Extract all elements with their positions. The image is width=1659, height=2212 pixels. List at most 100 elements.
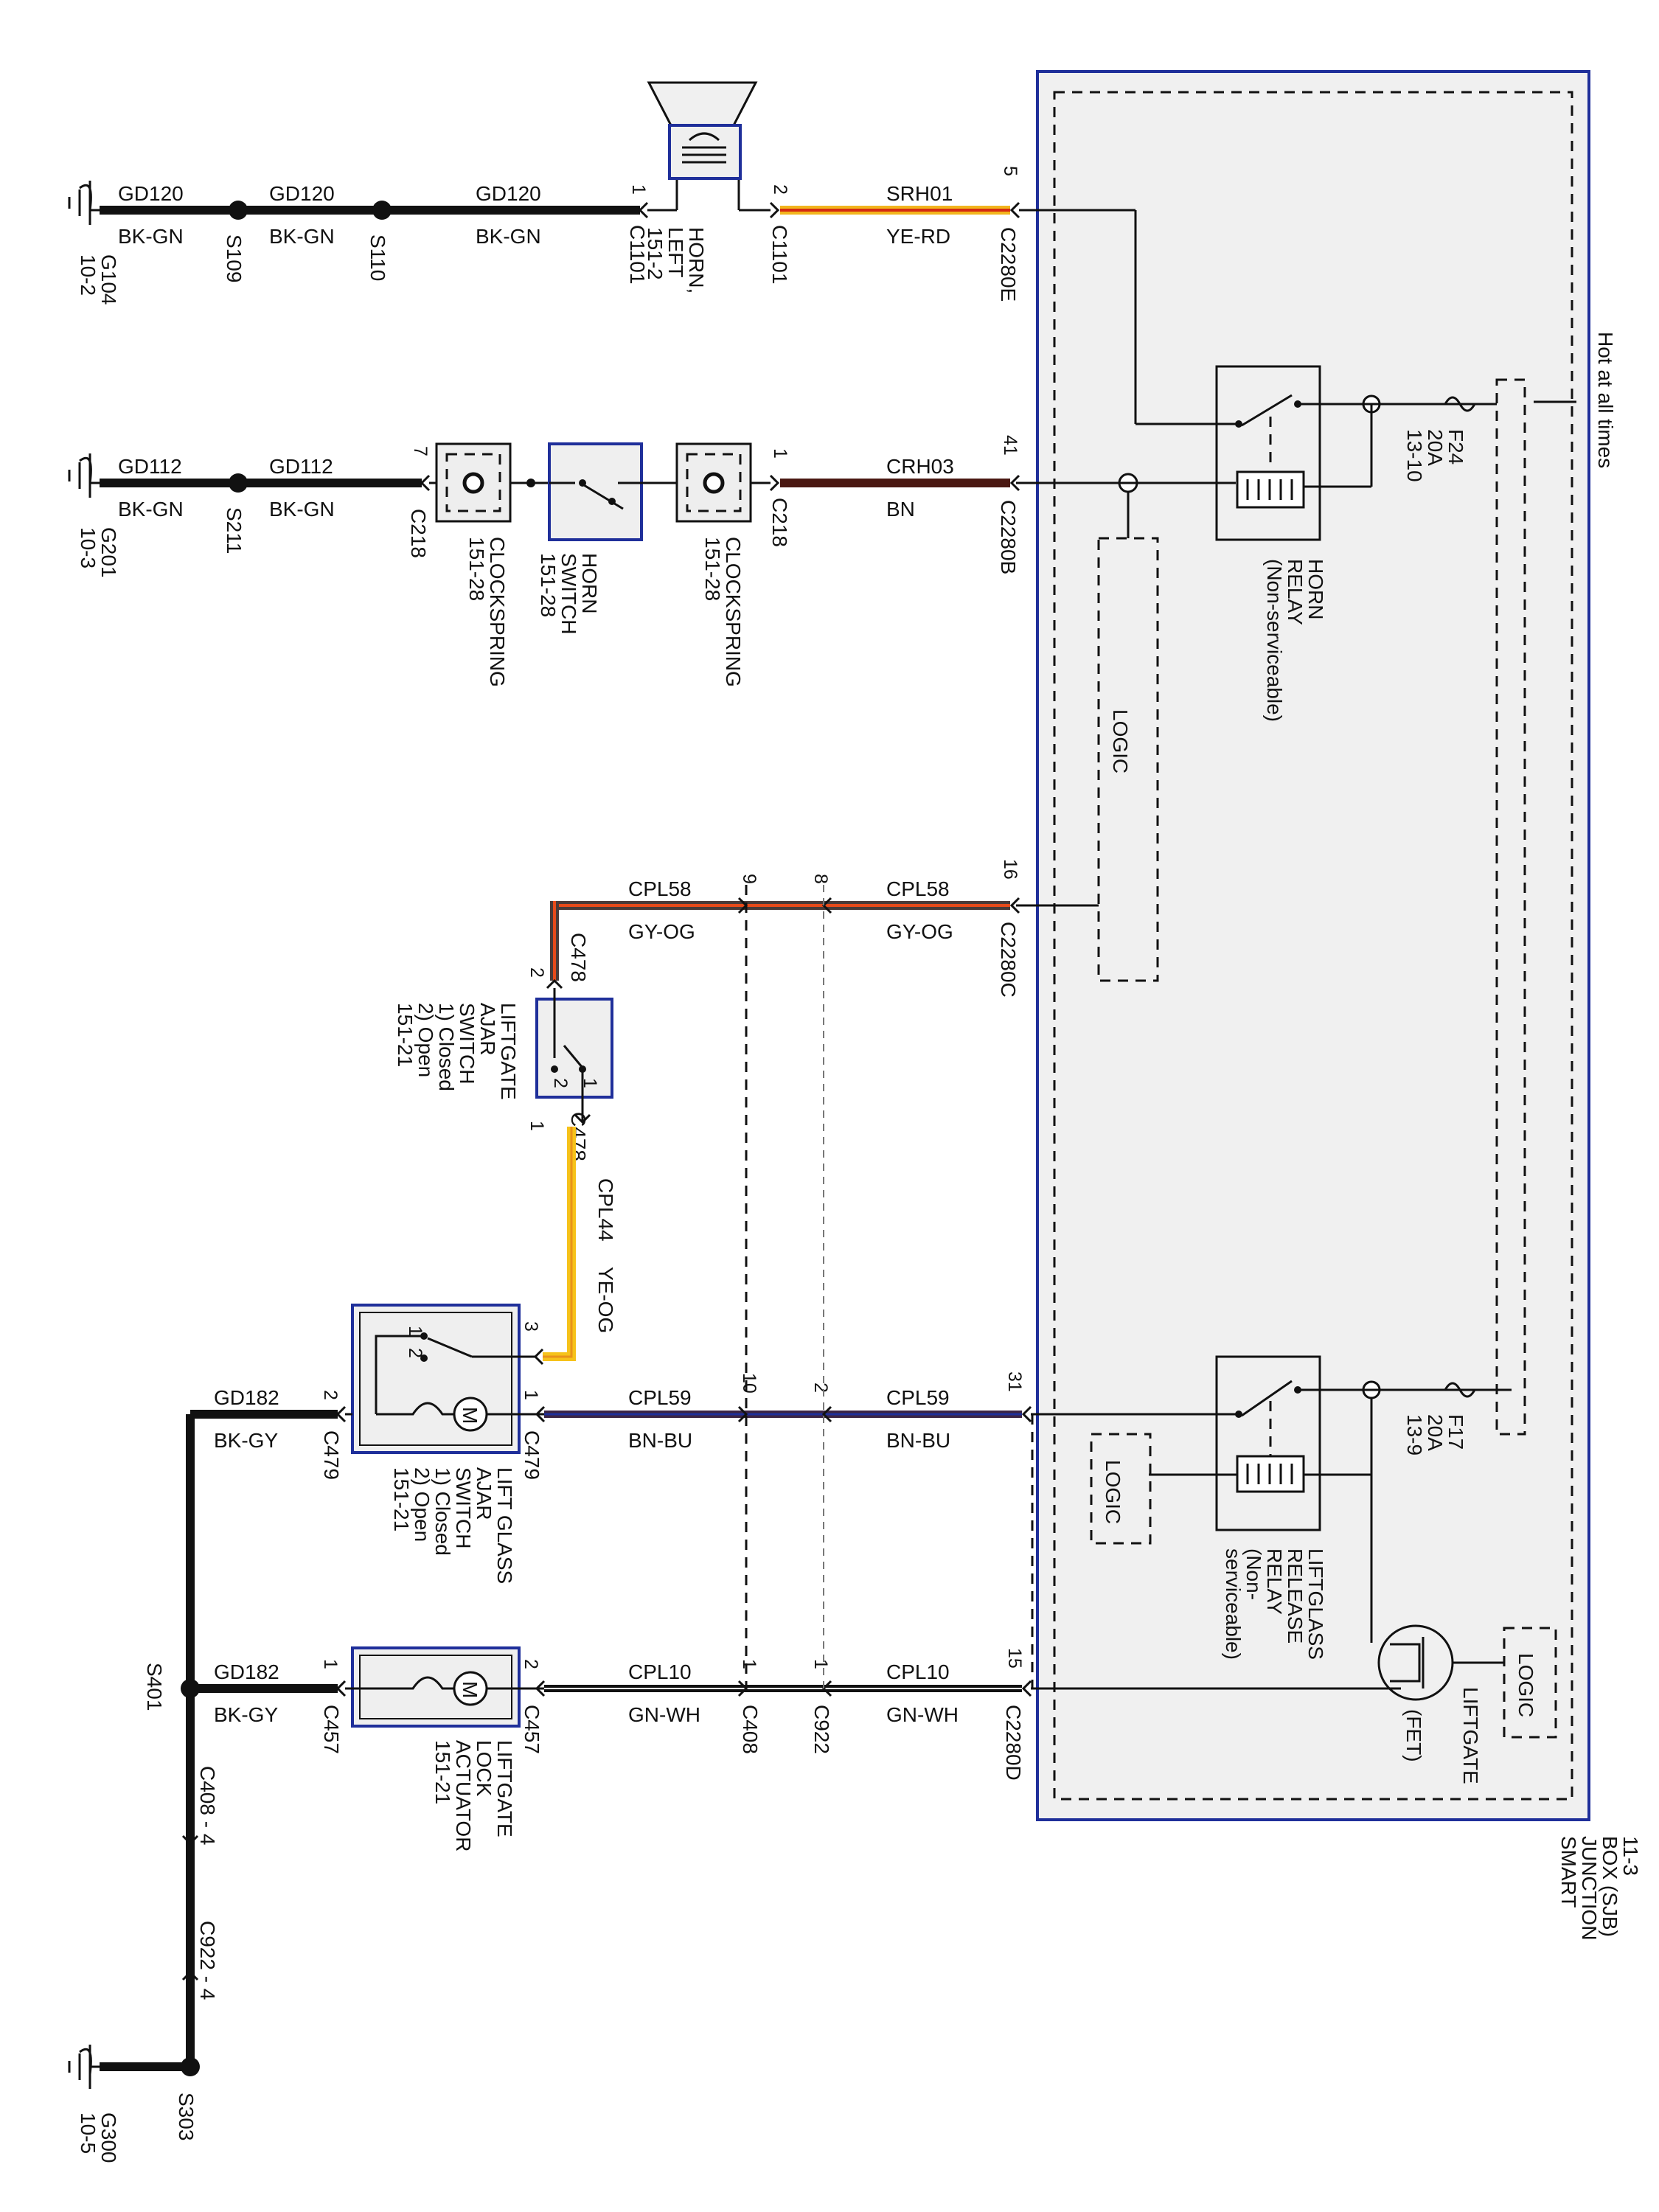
- ground-g300-name: G300: [97, 2112, 120, 2163]
- srh01-color: YE-RD: [886, 225, 950, 248]
- cpl59-color-a: BN-BU: [886, 1429, 950, 1452]
- c2280e-chevron: [1009, 201, 1020, 219]
- clockspring-left-terminal: [462, 472, 484, 494]
- c479-right-label: C479: [521, 1430, 543, 1480]
- liftgate-ajar-line1: LIFTGATE: [497, 1003, 520, 1100]
- c478-pin2-chevron: [546, 978, 563, 990]
- c408-4-label: C408 - 4: [196, 1766, 219, 1845]
- horn-ground-seg2-color: BK-GN: [269, 225, 335, 248]
- cpl59-code-a: CPL59: [886, 1386, 950, 1409]
- lift-glass-switch-arm: [427, 1337, 473, 1358]
- gd182-color-b: BK-GY: [214, 1703, 278, 1726]
- liftgate-ajar-contact-2: [551, 1065, 558, 1073]
- fuse-f24-line3: 13-10: [1403, 429, 1426, 482]
- liftglass-relay-line2: RELEASE: [1284, 1548, 1307, 1644]
- liftgate-ajar-switch[interactable]: [535, 998, 613, 1099]
- cpl58-code-b: CPL58: [628, 877, 692, 900]
- c2280e-label: C2280E: [997, 227, 1020, 302]
- fuse-f24-label: F24 20A 13-10: [1403, 429, 1467, 482]
- horn-ground-seg3-color: BK-GN: [476, 225, 541, 248]
- liftgate-ajar-pin1-inner: 1: [580, 1078, 600, 1088]
- power-bus-dashed: [1495, 378, 1526, 1436]
- horn-ground-seg2-code: GD120: [269, 182, 335, 205]
- inline-2-chevron: [821, 1405, 832, 1423]
- cpl59-color-b: BN-BU: [628, 1429, 692, 1452]
- c2280c-label: C2280C: [997, 922, 1020, 998]
- splice-s401: [181, 1679, 200, 1698]
- horn-switch-ground-seg1-color: BK-GN: [118, 498, 184, 521]
- lift-glass-ajar-line4: 1) Closed: [431, 1467, 454, 1556]
- clockspring-left: [435, 442, 512, 523]
- clockspring-left-label: CLOCKSPRING 151-28: [465, 537, 509, 687]
- cpl44-wire-stripe: [543, 1127, 573, 1358]
- srh01-code: SRH01: [886, 182, 953, 205]
- sjb-inner-dashed: [1053, 91, 1573, 1801]
- liftgate-ajar-pin2-inner: 2: [550, 1078, 571, 1088]
- logic-block-fet-label: LOGIC: [1514, 1653, 1537, 1717]
- lift-glass-ajar-line2: AJAR: [473, 1467, 495, 1520]
- horn-relay-coil-winding: [1246, 479, 1293, 500]
- fet-name: LIFTGATE: [1459, 1687, 1482, 1784]
- sjb-label-line3: BOX (SJB): [1599, 1836, 1621, 1937]
- c218-left-label: C218: [407, 509, 430, 558]
- horn-bell: [647, 81, 758, 127]
- horn-coil: [682, 132, 726, 164]
- c922-4-chevron: [181, 1970, 199, 1981]
- horn-switch-line2: SWITCH: [557, 553, 580, 634]
- cpl10-color-b: GN-WH: [628, 1703, 700, 1726]
- c479-left-label: C479: [320, 1430, 343, 1480]
- c479-pin3-chevron: [533, 1348, 544, 1366]
- cpl58-color-b: GY-OG: [628, 920, 695, 943]
- c457-left-label: C457: [320, 1705, 343, 1754]
- liftglass-relay-arm: [1241, 1380, 1293, 1417]
- horn-switch-arm: [583, 484, 624, 510]
- cpl59-code-b: CPL59: [628, 1386, 692, 1409]
- fuse-f17-line3: 13-9: [1403, 1414, 1426, 1455]
- liftglass-relay-line3: RELAY: [1263, 1548, 1286, 1615]
- c457-right-label: C457: [521, 1705, 543, 1754]
- c2280b-chevron: [1009, 474, 1020, 492]
- inline-10-pin: 10: [739, 1373, 759, 1394]
- horn-left-line3: 151-2: [644, 227, 667, 280]
- logic-block-main: [1097, 537, 1159, 982]
- crh03-code: CRH03: [886, 455, 954, 478]
- ground-g104: [68, 181, 100, 225]
- horn-left-label: HORN, LEFT 151-2: [644, 227, 708, 293]
- c218-pin1-chevron: [769, 474, 780, 492]
- fuse-f24-line1: F24: [1444, 429, 1467, 465]
- c2280-pin31-chevron: [1021, 1405, 1032, 1423]
- splice-s303-label: S303: [175, 2093, 198, 2140]
- c1101-pin1-chevron: [638, 201, 649, 219]
- c457-pin2: 2: [521, 1659, 541, 1669]
- c478-top-label: C478: [567, 933, 590, 982]
- liftgate-ajar-label: LIFTGATE AJAR SWITCH 1) Closed 2) Open 1…: [394, 1003, 520, 1100]
- fuse-f17-line1: F17: [1444, 1414, 1467, 1450]
- ground-g201-ref: 10-3: [77, 527, 100, 568]
- c218-pin1-label: 1: [770, 448, 790, 459]
- c408-4-chevron: [181, 1834, 199, 1846]
- liftgate-ajar-line5: 2) Open: [414, 1003, 437, 1077]
- crh03-color: BN: [886, 498, 915, 521]
- inline-10-chevron: [737, 1405, 748, 1423]
- clockspring-right-label: CLOCKSPRING 151-28: [701, 537, 745, 687]
- liftgate-lock-motor-symbol: M: [459, 1681, 481, 1698]
- fuse-f24-line2: 20A: [1424, 429, 1447, 466]
- c2280-pin31: 31: [1004, 1371, 1025, 1392]
- cpl10-color-a: GN-WH: [886, 1703, 959, 1726]
- c479-pin2: 2: [320, 1390, 341, 1400]
- c1101-right-label: C1101: [768, 225, 791, 284]
- horn-ground-seg1-code: GD120: [118, 182, 184, 205]
- lift-glass-switch-contact-2: [420, 1354, 428, 1362]
- cpl10-code-a: CPL10: [886, 1660, 950, 1683]
- horn-relay-line2: RELAY: [1284, 559, 1307, 625]
- splice-s401-label: S401: [143, 1663, 166, 1711]
- logic-block-liftglass-label: LOGIC: [1102, 1460, 1124, 1524]
- liftglass-relay-contact-b: [1235, 1411, 1242, 1418]
- horn-relay-line1: HORN: [1304, 559, 1327, 619]
- logic-block-fet: [1503, 1627, 1557, 1739]
- ground-g104-ref: 10-2: [77, 254, 100, 296]
- lift-glass-motor-symbol: M: [459, 1407, 481, 1424]
- sjb-label-line1: SMART: [1557, 1836, 1580, 1908]
- c2280b-label: C2280B: [997, 500, 1020, 574]
